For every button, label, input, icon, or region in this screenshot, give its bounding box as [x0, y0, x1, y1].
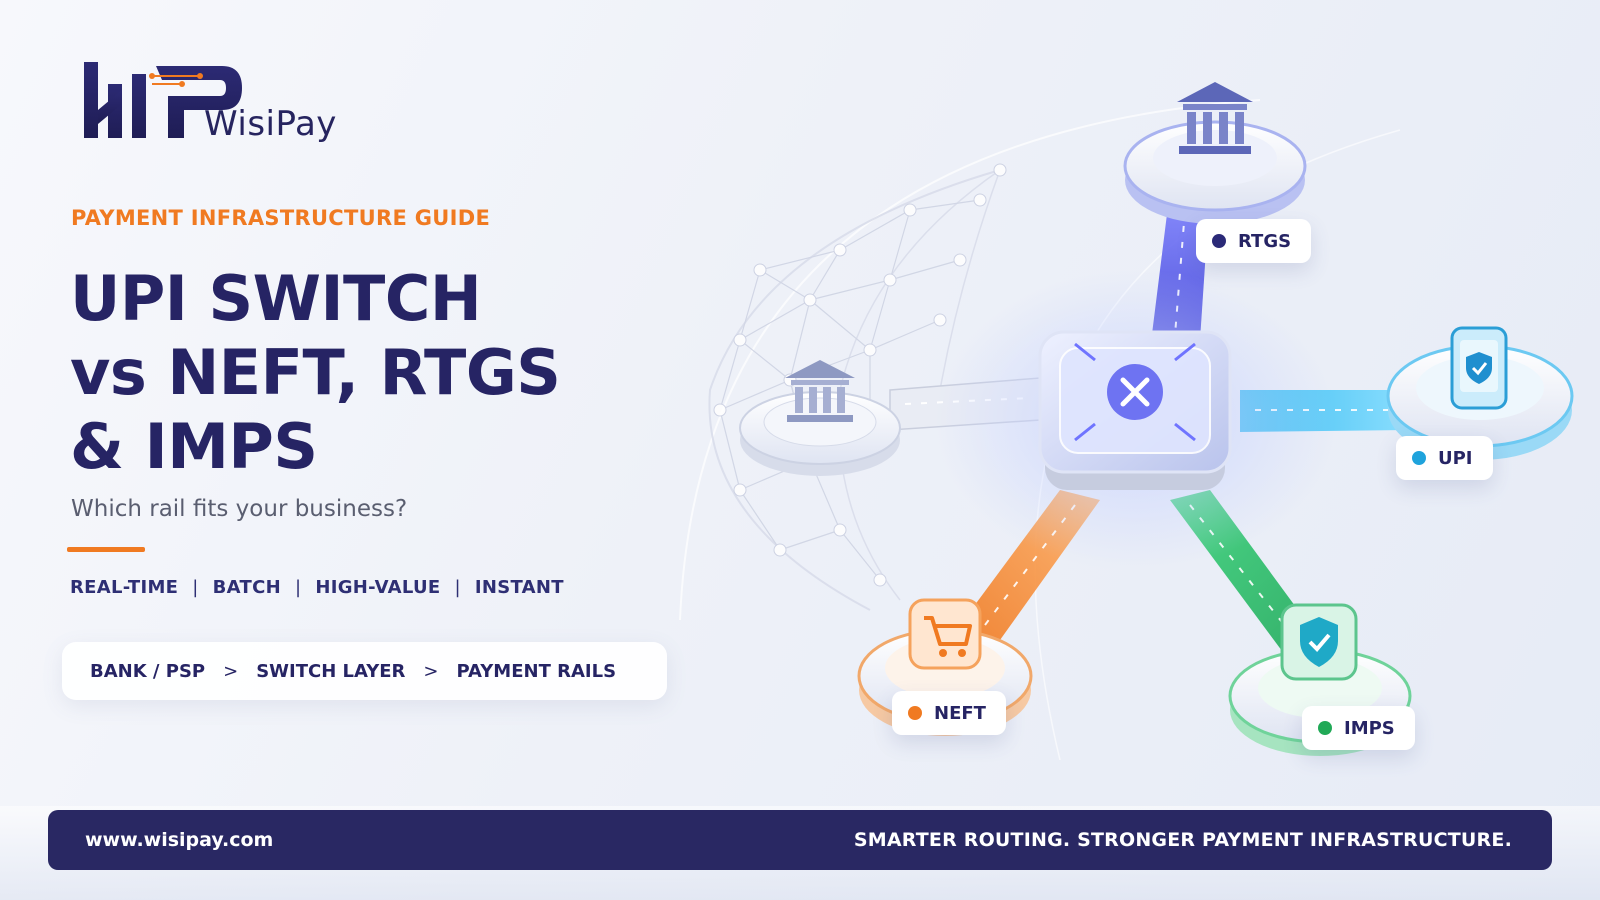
flow-step: SWITCH LAYER [256, 660, 406, 682]
footer-bar: www.wisipay.com SMARTER ROUTING. STRONGE… [48, 810, 1552, 870]
wp-logo-mark-icon [84, 62, 242, 138]
upi-node [1386, 326, 1574, 460]
rail-label-neft[interactable]: NEFT [892, 691, 1006, 735]
headline-line-1: UPI SWITCH [70, 262, 482, 335]
tag-item: INSTANT [474, 577, 564, 598]
rail-label-text: UPI [1438, 447, 1473, 469]
switch-hub [935, 270, 1335, 570]
rail-label-text: RTGS [1238, 230, 1292, 252]
network-diagram [679, 82, 1574, 761]
website-link[interactable]: www.wisipay.com [85, 829, 274, 851]
flow-arrow: > [223, 660, 239, 682]
eyebrow-label: PAYMENT INFRASTRUCTURE GUIDE [71, 206, 491, 230]
imps-dot [1318, 721, 1332, 735]
flow-arrow: > [423, 660, 439, 682]
tag-list: REAL-TIME | BATCH | HIGH-VALUE | INSTANT [70, 577, 564, 598]
tag-separator: | [192, 577, 199, 598]
upi-dot [1412, 451, 1426, 465]
rail-label-text: IMPS [1344, 717, 1395, 739]
brand-logo[interactable]: WisiPay [82, 60, 382, 155]
rtgs-node [1123, 82, 1307, 224]
footer-tagline: SMARTER ROUTING. STRONGER PAYMENT INFRAS… [853, 829, 1512, 851]
rail-label-imps[interactable]: IMPS [1302, 706, 1415, 750]
switch-hub-icon [1074, 342, 1196, 442]
tag-separator: | [454, 577, 461, 598]
phone-shield-icon [1450, 326, 1508, 410]
source-bank-node [739, 360, 901, 476]
tag-item: BATCH [212, 577, 281, 598]
headline: UPI SWITCH vs NEFT, RTGS & IMPS [70, 262, 630, 484]
headline-line-2: vs NEFT, RTGS [70, 336, 561, 409]
bank-icon [1177, 82, 1253, 154]
tag-separator: | [294, 577, 302, 598]
shield-check-icon [1280, 603, 1358, 681]
accent-divider [67, 547, 145, 552]
bank-icon [785, 360, 855, 422]
subheadline: Which rail fits your business? [71, 496, 408, 522]
cart-icon [908, 598, 982, 670]
flow-step: BANK / PSP [90, 660, 206, 682]
globe-mesh [708, 163, 1007, 611]
rtgs-dot [1212, 234, 1226, 248]
rail-label-upi[interactable]: UPI [1396, 436, 1493, 480]
rail-label-text: NEFT [934, 702, 986, 724]
tag-item: REAL-TIME [70, 577, 179, 598]
flow-breadcrumb: BANK / PSP > SWITCH LAYER > PAYMENT RAIL… [62, 642, 667, 700]
neft-dot [908, 706, 922, 720]
rail-label-rtgs[interactable]: RTGS [1196, 219, 1312, 263]
brand-name: WisiPay [204, 104, 337, 144]
payment-network-illustration: RTGS UPI NEFT IMPS [640, 60, 1600, 800]
flow-step: PAYMENT RAILS [456, 660, 617, 682]
headline-line-3: & IMPS [70, 410, 318, 483]
tag-item: HIGH-VALUE [315, 577, 441, 598]
